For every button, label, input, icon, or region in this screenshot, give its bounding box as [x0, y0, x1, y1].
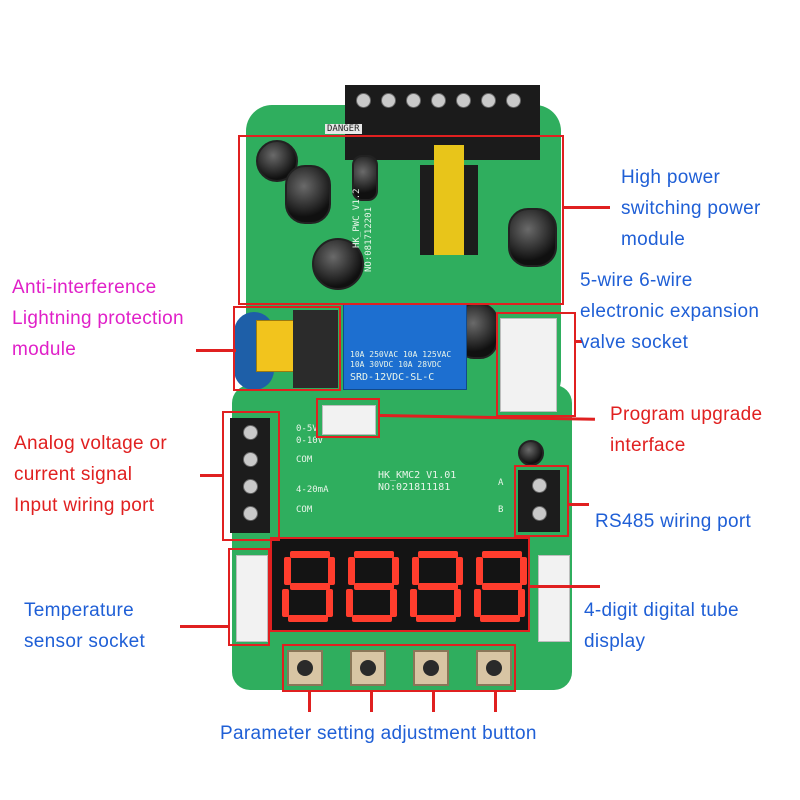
capacitor — [508, 208, 557, 267]
temperature-socket-box — [228, 548, 270, 646]
leader-power-module — [564, 206, 610, 209]
label-buttons: Parameter setting adjustment button — [220, 718, 537, 749]
label-power-module: High power switching power module — [621, 162, 761, 255]
setting-button-3[interactable] — [413, 650, 449, 686]
range-4-20ma: 4-20mA — [296, 485, 329, 495]
leader-rs485 — [569, 503, 589, 506]
label-line: interface — [610, 435, 686, 456]
label-expansion-valve: 5-wire 6-wire electronic expansion valve… — [580, 265, 759, 358]
right-socket — [538, 555, 570, 642]
program-socket-box — [316, 398, 380, 438]
leader-buttons — [370, 692, 373, 712]
rs485-screw-b — [532, 506, 547, 521]
label-line: Parameter setting adjustment button — [220, 723, 537, 744]
leader-analog-input — [200, 474, 224, 477]
leader-display — [530, 585, 600, 588]
label-line: 4-digit digital tube — [584, 600, 739, 621]
buttons-box — [282, 644, 516, 692]
label-line: Lightning protection — [12, 308, 184, 329]
label-line: Program upgrade — [610, 404, 763, 425]
label-program-upgrade: Program upgrade interface — [610, 399, 762, 461]
label-line: 5-wire 6-wire — [580, 270, 693, 291]
danger-text: DANGER — [325, 124, 362, 134]
com-2: COM — [296, 505, 313, 515]
range-0-10v: 0-10V — [296, 436, 324, 446]
label-line: display — [584, 631, 646, 652]
label-line: Anti-interference — [12, 277, 157, 298]
label-analog-input: Analog voltage or current signal Input w… — [14, 428, 167, 521]
capacitor — [285, 165, 331, 224]
choke-coil — [293, 310, 338, 388]
capacitor — [518, 440, 544, 466]
label-display: 4-digit digital tube display — [584, 595, 739, 657]
label-line: module — [621, 229, 686, 250]
label-rs485: RS485 wiring port — [595, 506, 751, 537]
leader-buttons — [308, 692, 311, 712]
label-anti-interference: Anti-interference Lightning protection m… — [12, 272, 184, 365]
relay-model: SRD-12VDC-SL-C — [350, 372, 435, 383]
label-line: Analog voltage or — [14, 433, 167, 454]
temperature-socket — [236, 555, 268, 642]
label-line: RS485 wiring port — [595, 511, 752, 532]
capacitor — [312, 238, 364, 290]
anti-interference-box — [233, 306, 341, 391]
com-1: COM — [296, 455, 313, 465]
board-id: HK_KMC2 V1.01 — [378, 470, 457, 481]
label-line: Input wiring port — [14, 495, 155, 516]
capacitor — [352, 155, 378, 201]
label-line: current signal — [14, 464, 133, 485]
transformer — [420, 145, 478, 255]
capacitor-x2 — [256, 320, 298, 372]
leader-anti-interference — [196, 349, 236, 352]
label-line: Temperature — [24, 600, 134, 621]
label-line: switching power — [621, 198, 761, 219]
setting-button-1[interactable] — [287, 650, 323, 686]
port-a: A — [498, 478, 504, 488]
valve-socket-box — [496, 312, 576, 417]
valve-socket — [500, 318, 557, 412]
relay-rating-2: 10A 30VDC 10A 28VDC — [350, 360, 442, 369]
setting-button-4[interactable] — [476, 650, 512, 686]
label-line: electronic expansion — [580, 301, 760, 322]
rs485-screw-a — [532, 478, 547, 493]
leader-buttons — [494, 692, 497, 712]
seven-segment-display — [270, 537, 530, 632]
port-b: B — [498, 505, 504, 515]
board-no: NO:021811181 — [378, 482, 451, 493]
analog-input-box — [222, 411, 280, 541]
label-line: High power — [621, 167, 721, 188]
label-line: sensor socket — [24, 631, 146, 652]
leader-buttons — [432, 692, 435, 712]
range-0-5v: 0-5V — [296, 424, 318, 434]
setting-button-2[interactable] — [350, 650, 386, 686]
leader-temperature — [180, 625, 230, 628]
label-line: module — [12, 339, 77, 360]
program-socket — [322, 405, 376, 435]
label-line: valve socket — [580, 332, 689, 353]
relay: 10A 250VAC 10A 125VAC 10A 30VDC 10A 28VD… — [343, 303, 467, 390]
relay-rating-1: 10A 250VAC 10A 125VAC — [350, 350, 452, 359]
power-module-box — [238, 135, 564, 305]
rs485-box — [514, 465, 569, 537]
leader-valve-socket — [576, 340, 582, 343]
label-temperature: Temperature sensor socket — [24, 595, 145, 657]
